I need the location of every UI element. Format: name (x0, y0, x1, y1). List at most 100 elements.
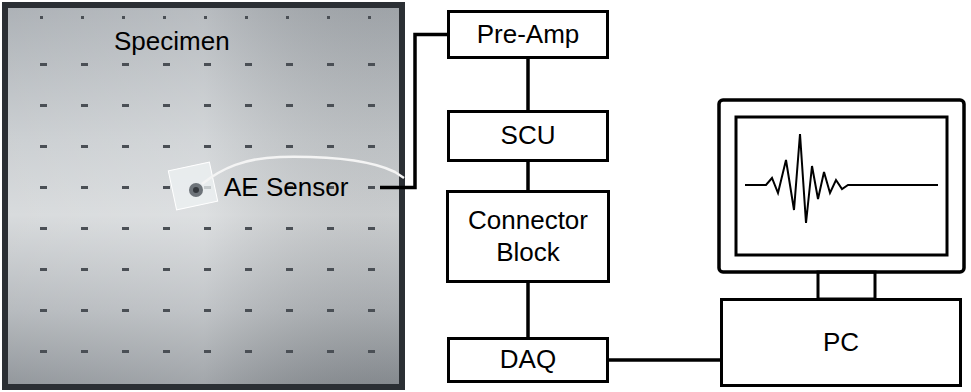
grid-mark (327, 268, 334, 271)
grid-mark (81, 63, 88, 66)
grid-mark (368, 16, 371, 19)
photo-frame (2, 2, 405, 390)
grid-mark (368, 227, 375, 230)
grid-mark (40, 227, 47, 230)
connector-line (380, 35, 447, 188)
grid-mark (204, 227, 211, 230)
grid-mark (245, 145, 252, 148)
grid-mark (204, 350, 211, 353)
node-label: DAQ (500, 344, 556, 375)
connector-line (526, 162, 530, 190)
monitor-screen (736, 117, 947, 255)
node-label: Pre-Amp (477, 19, 580, 50)
process-box: Pre-Amp (447, 10, 609, 59)
grid-mark (122, 16, 125, 19)
grid-mark (327, 227, 334, 230)
process-box: SCU (447, 110, 609, 162)
monitor-stand (818, 272, 875, 299)
aluminium-plate (8, 8, 399, 384)
grid-mark (40, 63, 47, 66)
grid-mark (122, 186, 129, 189)
grid-mark (245, 104, 252, 107)
sensor-label-node: AE Sensor (220, 170, 376, 205)
grid-mark (163, 309, 170, 312)
grid-mark (204, 16, 207, 19)
grid-mark (163, 63, 170, 66)
monitor-icon (719, 100, 964, 299)
grid-mark (286, 16, 289, 19)
grid-mark (327, 309, 334, 312)
grid-mark (368, 350, 375, 353)
grid-mark (81, 16, 84, 19)
process-box: DAQ (447, 337, 609, 383)
connector-line (526, 59, 530, 110)
grid-mark (245, 16, 248, 19)
monitor-frame (719, 100, 964, 272)
grid-mark (40, 104, 47, 107)
grid-mark (286, 104, 293, 107)
grid-mark (163, 145, 170, 148)
grid-marks (40, 16, 375, 353)
grid-mark (204, 63, 211, 66)
grid-mark (327, 350, 334, 353)
node-label: AE Sensor (224, 172, 372, 203)
grid-mark (40, 145, 47, 148)
grid-mark (245, 309, 252, 312)
grid-mark (286, 145, 293, 148)
node-label: PC (823, 327, 859, 358)
grid-mark (286, 350, 293, 353)
grid-mark (163, 104, 170, 107)
grid-mark (286, 227, 293, 230)
grid-mark (122, 145, 129, 148)
grid-mark (245, 63, 252, 66)
grid-mark (122, 63, 129, 66)
plate-sheen (8, 8, 399, 384)
grid-mark (163, 350, 170, 353)
grid-mark (286, 63, 293, 66)
grid-mark (368, 63, 375, 66)
grid-mark (81, 268, 88, 271)
grid-mark (204, 268, 211, 271)
grid-mark (368, 145, 375, 148)
node-label: Connector Block (457, 205, 599, 267)
grid-mark (368, 186, 375, 189)
grid-mark (81, 350, 88, 353)
process-box: Connector Block (446, 190, 610, 283)
specimen-photo-node: Specimen AE Sensor (2, 2, 405, 390)
grid-mark (122, 350, 129, 353)
grid-mark (40, 268, 47, 271)
grid-mark (286, 309, 293, 312)
grid-mark (40, 16, 43, 19)
grid-mark (122, 268, 129, 271)
connector-line (609, 358, 720, 362)
grid-mark (204, 309, 211, 312)
connector-line (526, 283, 530, 337)
grid-mark (81, 309, 88, 312)
ae-waveform (745, 134, 938, 223)
node-label: SCU (501, 120, 556, 151)
grid-mark (163, 227, 170, 230)
grid-mark (81, 227, 88, 230)
grid-mark (368, 309, 375, 312)
grid-mark (245, 227, 252, 230)
grid-mark (81, 104, 88, 107)
process-box: PC (720, 298, 962, 387)
grid-mark (81, 145, 88, 148)
grid-mark (204, 104, 211, 107)
node-label: Specimen (114, 26, 230, 57)
grid-mark (368, 104, 375, 107)
grid-mark (327, 145, 334, 148)
grid-mark (327, 16, 330, 19)
grid-mark (40, 350, 47, 353)
grid-mark (122, 309, 129, 312)
grid-mark (163, 268, 170, 271)
specimen-photo (2, 2, 405, 390)
grid-mark (40, 186, 47, 189)
grid-mark (122, 227, 129, 230)
grid-mark (368, 268, 375, 271)
grid-mark (163, 186, 170, 189)
grid-mark (245, 350, 252, 353)
grid-mark (245, 268, 252, 271)
grid-mark (204, 145, 211, 148)
